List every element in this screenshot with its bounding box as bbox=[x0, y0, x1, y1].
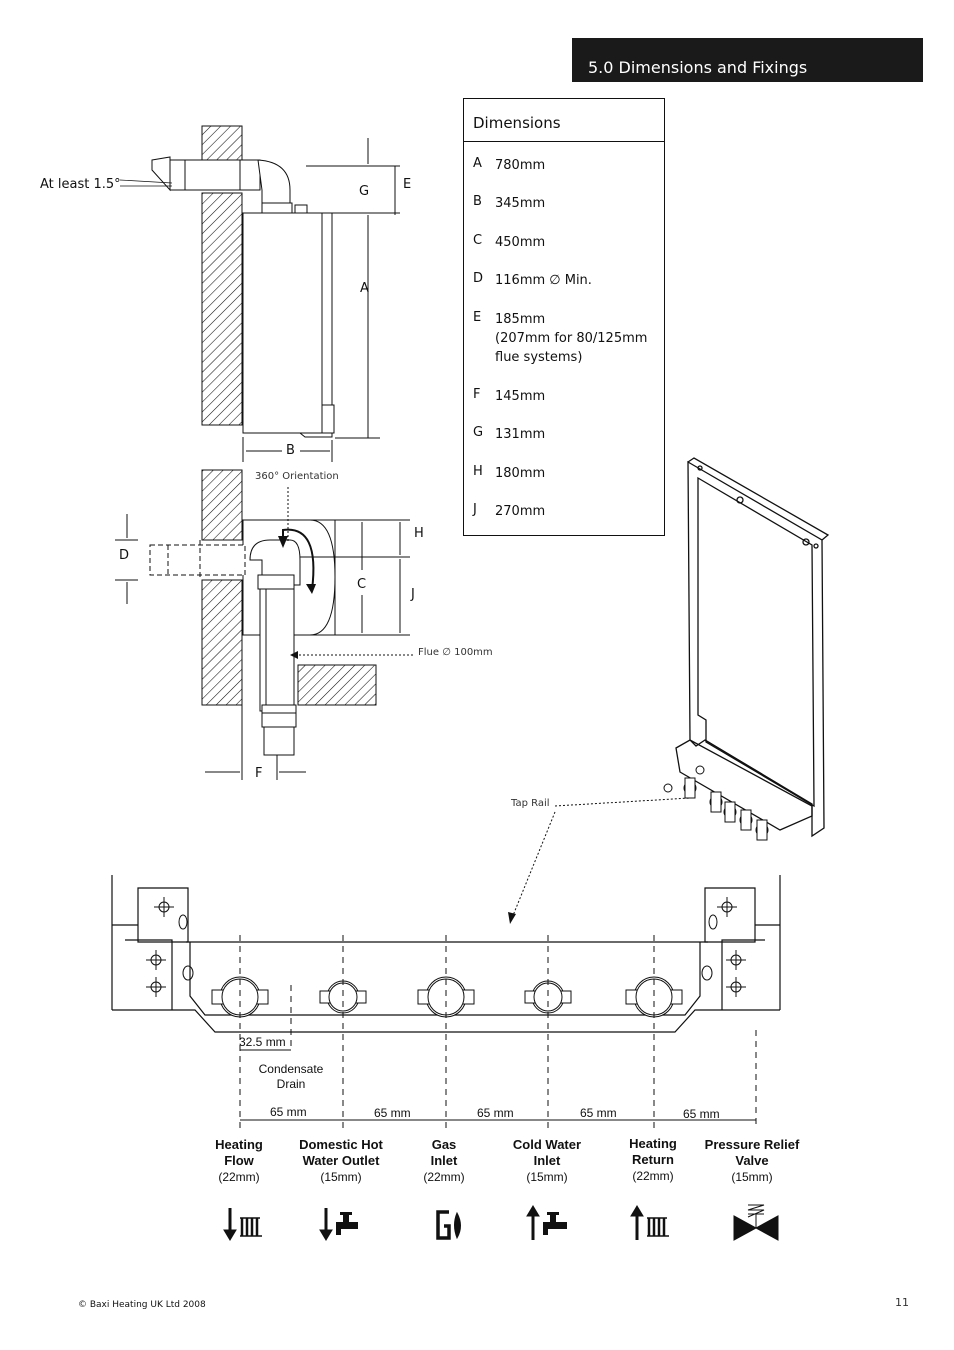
dimension-label-j: J bbox=[411, 587, 415, 602]
connection-label-heating-flow: Heating Flow (22mm) bbox=[179, 1137, 299, 1185]
connection-symbols bbox=[223, 1204, 779, 1241]
boiler-side-body bbox=[242, 212, 335, 438]
dimension-letter: F bbox=[473, 387, 481, 402]
dimension-value: 780mm bbox=[495, 158, 546, 173]
dimension-letter: J bbox=[473, 502, 477, 517]
plan-view-drawing bbox=[115, 469, 415, 780]
spacing-label: 65 mm bbox=[270, 1105, 307, 1119]
dimension-letter: A bbox=[473, 156, 482, 171]
spacing-label: 65 mm bbox=[477, 1106, 514, 1120]
connection-size: (15mm) bbox=[526, 1170, 568, 1184]
up-arrow-radiator-icon bbox=[630, 1205, 669, 1240]
dimensions-title: Dimensions bbox=[473, 114, 561, 132]
orientation-label: 360° Orientation bbox=[255, 471, 339, 482]
dimension-value: 270mm bbox=[495, 504, 546, 519]
dimension-value: 180mm bbox=[495, 466, 546, 481]
dimension-value: 131mm bbox=[495, 427, 546, 442]
orientation-arrow bbox=[282, 528, 315, 591]
angle-leader-line bbox=[119, 179, 173, 184]
page-number: 11 bbox=[895, 1296, 909, 1309]
connection-name: Domestic Hot Water Outlet bbox=[299, 1137, 383, 1168]
spacing-dimension-line bbox=[240, 1049, 756, 1121]
flue-leader-arrow bbox=[290, 651, 298, 659]
spacing-label: 65 mm bbox=[374, 1106, 411, 1120]
connection-label-pressure-relief: Pressure Relief Valve (15mm) bbox=[692, 1137, 812, 1185]
copyright-footer: © Baxi Heating UK Ltd 2008 bbox=[78, 1300, 206, 1310]
dimension-value: 116mm ∅ Min. bbox=[495, 273, 592, 288]
dimension-label-e: E bbox=[403, 177, 412, 192]
orientation-arrow-head bbox=[278, 536, 288, 548]
relief-valve-icon bbox=[733, 1204, 779, 1241]
dimension-lines bbox=[115, 514, 410, 780]
dimension-letter: C bbox=[473, 233, 483, 248]
dimension-label-d: D bbox=[119, 548, 130, 563]
tap-rail-label: Tap Rail bbox=[511, 798, 550, 809]
dimension-value: 145mm bbox=[495, 389, 546, 404]
tap-rail-leader bbox=[511, 811, 556, 919]
connection-size: (15mm) bbox=[320, 1170, 362, 1184]
dimension-value: 450mm bbox=[495, 235, 546, 250]
dimension-label-g: G bbox=[359, 184, 370, 199]
dimension-value: 185mm (207mm for 80/125mm flue systems) bbox=[495, 312, 648, 365]
dimension-letter: B bbox=[473, 194, 482, 209]
dimension-letter: E bbox=[473, 310, 482, 325]
centre-lines bbox=[239, 935, 757, 1128]
dimension-label-a: A bbox=[360, 281, 369, 296]
dimension-letter: D bbox=[473, 271, 484, 286]
divider bbox=[464, 141, 664, 142]
tap-rail-leader-arrow bbox=[508, 912, 516, 924]
dimension-label-b: B bbox=[286, 443, 295, 458]
dimension-letter: G bbox=[473, 425, 484, 440]
dimension-letter: H bbox=[473, 464, 483, 479]
connection-size: (22mm) bbox=[632, 1169, 674, 1183]
connection-label-gas-inlet: Gas Inlet (22mm) bbox=[384, 1137, 504, 1185]
connection-size: (15mm) bbox=[731, 1170, 773, 1184]
down-arrow-radiator-icon bbox=[223, 1208, 262, 1241]
connection-label-cold-water-inlet: Cold Water Inlet (15mm) bbox=[487, 1137, 607, 1185]
side-elevation-drawing bbox=[119, 125, 400, 462]
flue-elbow-vertical bbox=[241, 539, 301, 756]
condensate-drain-label: Condensate Drain bbox=[258, 1062, 324, 1091]
down-arrow-tap-icon bbox=[319, 1208, 358, 1241]
dimension-label-f: F bbox=[255, 766, 263, 781]
tap-rail-leader bbox=[554, 797, 691, 807]
connection-size: (22mm) bbox=[218, 1170, 260, 1184]
connection-size: (22mm) bbox=[423, 1170, 465, 1184]
spacing-label: 65 mm bbox=[683, 1107, 720, 1121]
mounting-frame-drawing bbox=[675, 457, 830, 838]
gas-flame-icon bbox=[436, 1210, 461, 1240]
offset-dimension-label: 32.5 mm bbox=[239, 1035, 286, 1049]
dimension-label-c: C bbox=[357, 577, 367, 592]
dimension-value: 345mm bbox=[495, 196, 546, 211]
spacing-label: 65 mm bbox=[580, 1106, 617, 1120]
orientation-arrow-head bbox=[306, 584, 316, 594]
angle-label: At least 1.5° bbox=[40, 177, 121, 192]
connection-name: Heating Return bbox=[629, 1136, 677, 1167]
wall-section bbox=[297, 664, 377, 706]
flue-pipe bbox=[151, 156, 308, 214]
section-title: 5.0 Dimensions and Fixings bbox=[588, 58, 808, 77]
connection-ports bbox=[211, 976, 683, 1018]
connection-label-heating-return: Heating Return (22mm) bbox=[593, 1136, 713, 1184]
connection-name: Cold Water Inlet bbox=[512, 1137, 582, 1168]
wall-section bbox=[201, 192, 243, 426]
up-arrow-tap-icon bbox=[526, 1205, 567, 1240]
flue-diameter-label: Flue ∅ 100mm bbox=[418, 647, 493, 658]
dimension-lines bbox=[242, 138, 400, 462]
wall-section bbox=[201, 579, 243, 706]
connection-name: Pressure Relief Valve bbox=[704, 1137, 800, 1168]
connection-label-hot-water-outlet: Domestic Hot Water Outlet (15mm) bbox=[281, 1137, 401, 1185]
wall-section bbox=[201, 469, 243, 541]
flue-terminal-dashed bbox=[149, 540, 246, 580]
connection-name: Heating Flow bbox=[215, 1137, 263, 1168]
dimensions-table: Dimensions A 780mm B 345mm C 450mm D 116mm ∅… bbox=[463, 98, 665, 536]
section-header: 5.0 Dimensions and Fixings bbox=[572, 38, 923, 82]
connection-name: Gas Inlet bbox=[430, 1137, 458, 1168]
fixing-holes bbox=[146, 897, 746, 997]
dimension-label-h: H bbox=[414, 526, 424, 541]
tap-rail-valves bbox=[663, 765, 769, 841]
